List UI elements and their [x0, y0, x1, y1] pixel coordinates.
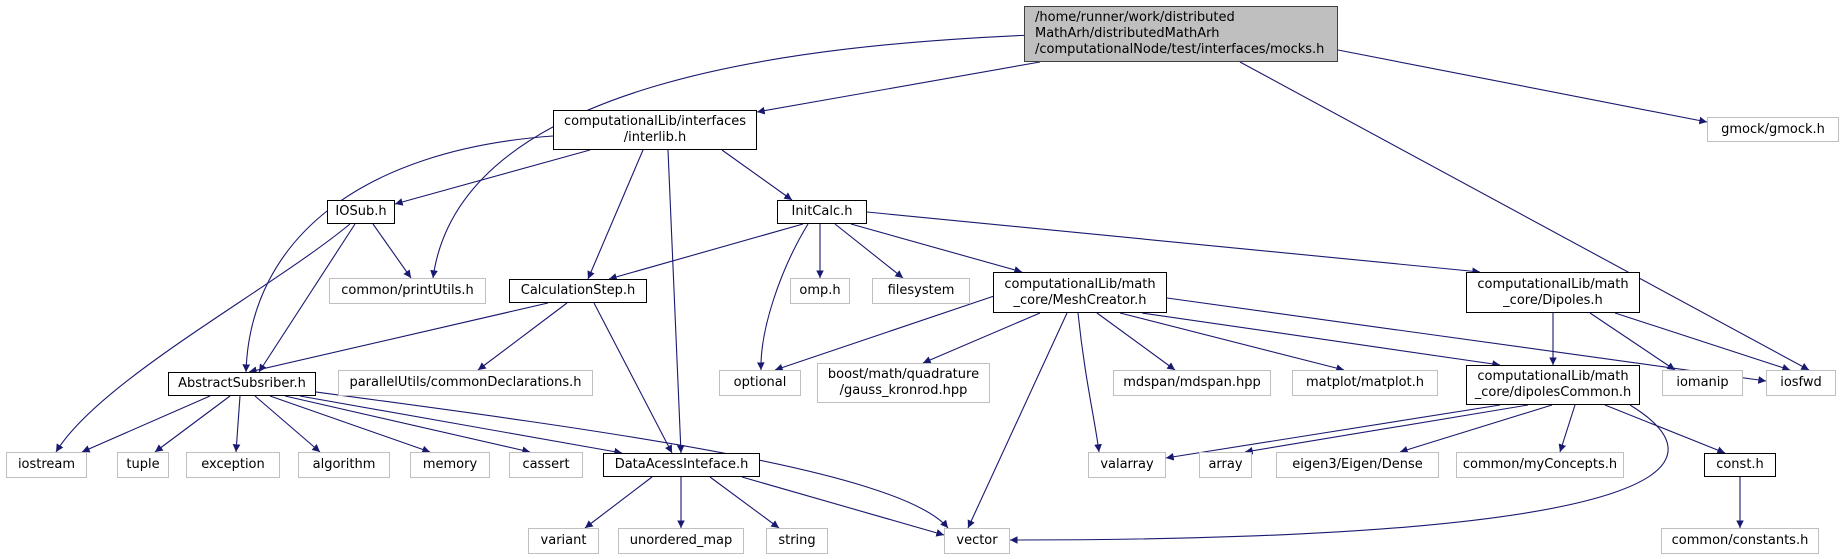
node-string: string: [766, 528, 828, 554]
include-edge-from-abstractsub: [284, 395, 531, 455]
node-gauss-kronrod-hpp: boost/math/quadrature/gauss_kronrod.hpp: [817, 363, 990, 403]
include-edge-from-dataaccess: [709, 476, 780, 529]
include-edge-from-abstractsub: [269, 395, 431, 454]
include-edge-from-initcalc: [850, 223, 1023, 274]
include-edge-from-meshcreator: [1141, 312, 1501, 368]
include-edge-from-dipolescommon: [1558, 404, 1576, 453]
include-edge-from-iosub: [372, 223, 412, 279]
include-edge-from-iosub: [258, 223, 356, 373]
node-dipoles-h[interactable]: computationalLib/math_core/Dipoles.h: [1466, 272, 1640, 313]
include-edge-from-dataaccess: [584, 476, 653, 529]
include-edge-from-dipolescommon: [1399, 404, 1553, 454]
include-edge-from-dipolescommon: [1604, 404, 1726, 454]
include-edge-from-calcstep: [593, 302, 673, 454]
include-edge-from-dataaccess: [741, 476, 945, 537]
include-edge-from-mocks: [1239, 61, 1810, 371]
include-edge-from-interlib: [667, 149, 685, 454]
node-abstractsubsriber-h[interactable]: AbstractSubsriber.h: [168, 372, 316, 396]
node-omp-h: omp.h: [790, 278, 850, 304]
include-edge-from-meshcreator: [1166, 297, 1767, 384]
node-iosub-h[interactable]: IOSub.h: [327, 200, 395, 224]
include-edge-from-meshcreator: [1119, 312, 1345, 372]
node-iosfwd: iosfwd: [1766, 370, 1836, 396]
include-edge-from-dipoles: [1589, 312, 1676, 371]
include-edge-from-meshcreator: [1096, 312, 1176, 371]
node-initcalc-h[interactable]: InitCalc.h: [777, 200, 867, 224]
include-edge-from-abstractsub: [254, 395, 321, 453]
include-edge-from-calcstep: [477, 302, 568, 371]
node-calculationstep-h[interactable]: CalculationStep.h: [509, 279, 647, 303]
include-edge-from-initcalc: [756, 223, 809, 371]
node-iostream: iostream: [6, 452, 87, 478]
include-edge-from-meshcreator: [774, 293, 1001, 372]
node-printutils-h: common/printUtils.h: [329, 278, 486, 304]
include-edge-from-meshcreator: [967, 312, 1068, 529]
node-myconcepts-h: common/myConcepts.h: [1456, 452, 1624, 478]
include-edge-from-initcalc: [608, 223, 804, 281]
node-valarray: valarray: [1088, 452, 1166, 478]
node-cassert: cassert: [509, 452, 583, 478]
include-edge-from-dipolescommon: [1244, 404, 1529, 455]
node-optional: optional: [719, 370, 801, 396]
include-edge-from-abstractsub: [299, 395, 623, 456]
node-const-h[interactable]: const.h: [1704, 453, 1776, 477]
include-edge-from-initcalc: [834, 223, 904, 279]
include-edge-from-initcalc: [866, 211, 1481, 276]
node-vector: vector: [944, 528, 1010, 554]
include-edge-from-abstractsub: [81, 395, 211, 453]
include-edge-from-iosub: [55, 223, 351, 453]
node-matplot-h: matplot/matplot.h: [1292, 370, 1438, 396]
include-edge-from-interlib: [394, 149, 591, 206]
include-edge-from-dipolescommon: [1009, 404, 1669, 544]
node-meshcreator-h[interactable]: computationalLib/math_core/MeshCreator.h: [993, 272, 1167, 313]
include-edge-from-interlib: [721, 149, 793, 201]
include-edge-from-abstractsub: [232, 395, 241, 453]
node-exception: exception: [186, 452, 280, 478]
node-memory: memory: [410, 452, 490, 478]
node-interlib-h[interactable]: computationalLib/interfaces/interlib.h: [553, 110, 757, 150]
node-gmock-h: gmock/gmock.h: [1707, 117, 1839, 142]
include-edge-from-interlib: [242, 135, 554, 373]
node-algorithm: algorithm: [298, 452, 390, 478]
node-commondeclarations-h: parallelUtils/commonDeclarations.h: [338, 370, 593, 396]
include-edge-from-dipoles: [1614, 312, 1791, 372]
include-edge-from-meshcreator: [922, 312, 1041, 364]
node-variant: variant: [528, 528, 599, 554]
node-eigen-dense: eigen3/Eigen/Dense: [1276, 452, 1439, 478]
node-constants-h: common/constants.h: [1661, 528, 1819, 554]
include-edge-from-mocks: [430, 34, 1033, 279]
include-edge-from-mocks: [1337, 49, 1708, 125]
include-edge-from-abstractsub: [154, 395, 231, 453]
include-edge-from-calcstep: [248, 302, 549, 375]
node-array: array: [1199, 452, 1252, 478]
include-edge-from-mocks: [756, 61, 1041, 115]
node-iomanip: iomanip: [1662, 370, 1743, 396]
include-edge-from-abstractsub: [315, 391, 949, 529]
node-dataacessinteface-h[interactable]: DataAcessInteface.h: [603, 453, 760, 477]
node-mdspan-hpp: mdspan/mdspan.hpp: [1113, 370, 1271, 396]
include-edge-from-dipolescommon: [1165, 404, 1501, 461]
include-edge-from-interlib: [587, 149, 644, 280]
node-unordered-map: unordered_map: [618, 528, 744, 554]
node-filesystem: filesystem: [872, 278, 970, 304]
include-edge-from-meshcreator: [1077, 312, 1102, 453]
node-dipolescommon-h[interactable]: computationalLib/math_core/dipolesCommon…: [1466, 365, 1640, 405]
node-tuple: tuple: [117, 452, 169, 478]
